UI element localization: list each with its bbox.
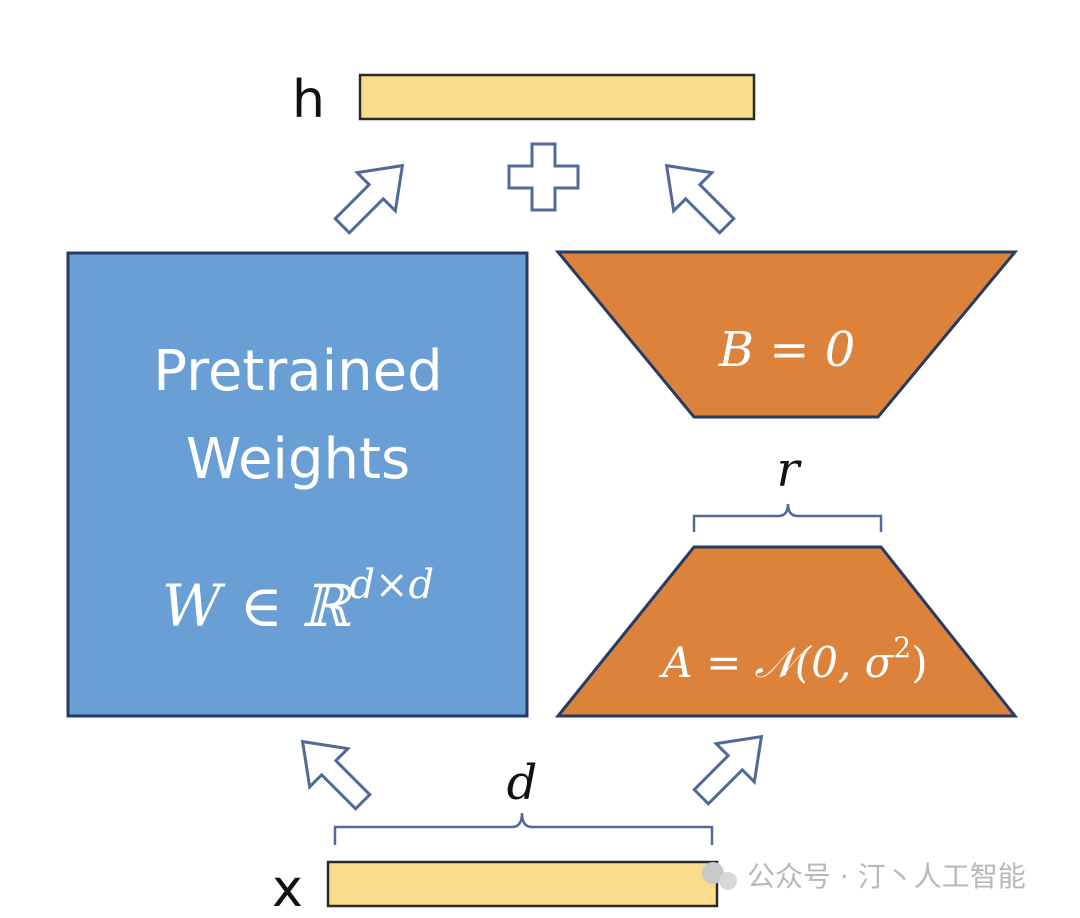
output-label-h: h: [292, 70, 325, 130]
plus-icon: [507, 142, 580, 212]
rank-label-r: r: [777, 442, 803, 498]
watermark-text: 公众号 · 汀丶人工智能: [747, 860, 1026, 893]
matrix-a-formula-suffix: ): [911, 638, 927, 687]
wechat-icon: [702, 862, 724, 884]
matrix-b-block: [554, 250, 1019, 419]
arrow-x-to-a-icon: [692, 734, 764, 806]
matrix-a-block: [554, 545, 1019, 718]
pretrained-formula-main: W ∈ ℝ: [162, 572, 353, 640]
dimension-brace: [333, 812, 714, 845]
wechat-icon-secondary: [719, 872, 737, 890]
dimension-label-d: d: [507, 755, 538, 811]
matrix-a-formula-superscript: 2: [893, 631, 911, 664]
watermark: 公众号 · 汀丶人工智能: [702, 860, 1026, 893]
input-label-x: x: [272, 859, 303, 918]
rank-brace: [692, 503, 883, 532]
arrow-x-to-weights-icon: [300, 739, 372, 811]
arrow-b-to-h-icon: [664, 163, 736, 235]
matrix-b-formula: B = 0: [718, 322, 856, 378]
pretrained-formula-superscript: d×d: [349, 562, 434, 608]
pretrained-title-line2: Weights: [186, 427, 410, 492]
matrix-a-formula: A = 𝒩(0, σ2): [658, 631, 927, 687]
arrow-weights-to-h-icon: [333, 163, 405, 235]
matrix-a-formula-prefix: A = 𝒩(0, σ: [658, 638, 894, 687]
pretrained-formula: W ∈ ℝd×d: [162, 562, 434, 640]
pretrained-weights-block: [66, 251, 529, 718]
output-vector-h: [358, 73, 756, 121]
input-vector-x: [326, 860, 719, 908]
pretrained-title-line1: Pretrained: [153, 339, 442, 404]
